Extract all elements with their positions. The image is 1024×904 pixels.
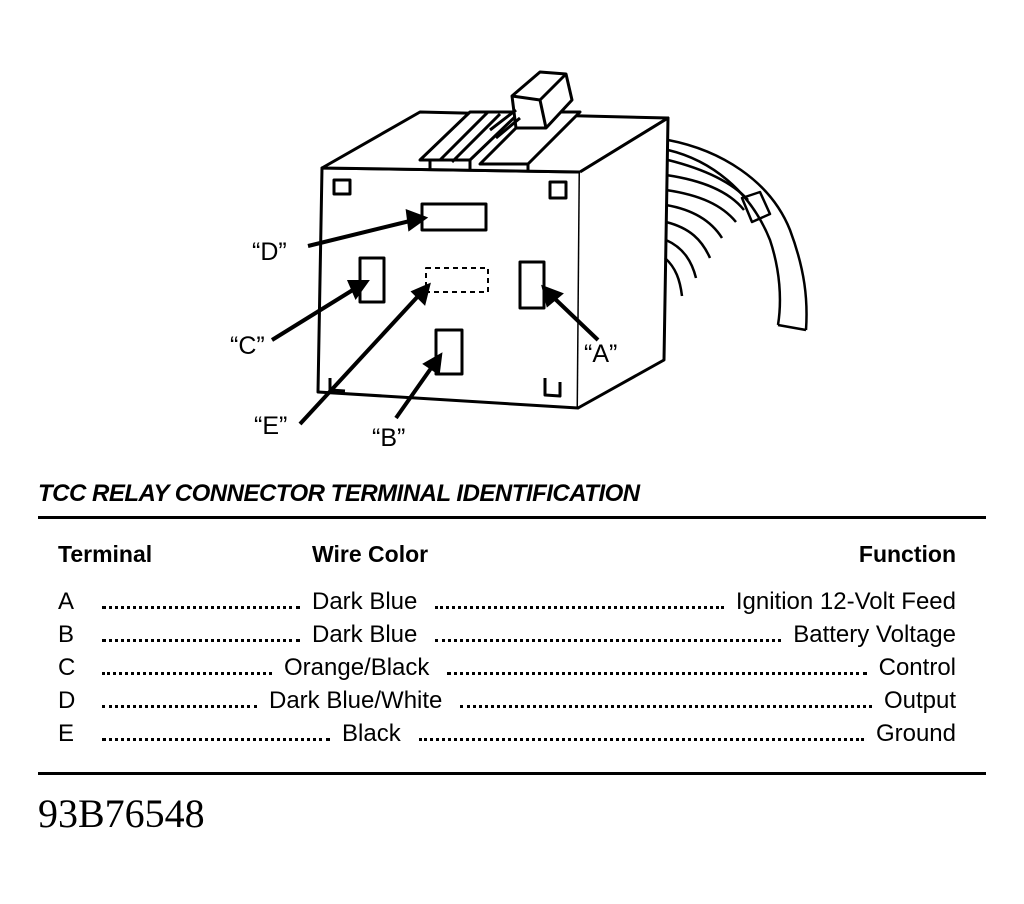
connector-diagram xyxy=(270,70,808,426)
row-function: Ignition 12-Volt Feed xyxy=(735,588,956,615)
header-terminal: Terminal xyxy=(58,541,153,567)
table-row: B Dark Blue Battery Voltage xyxy=(58,619,956,651)
row-wire-color: Dark Blue/White xyxy=(269,687,443,714)
dot-leader xyxy=(102,605,300,609)
figure-id: 93B76548 xyxy=(38,791,205,836)
callout-e: “E” xyxy=(254,412,288,440)
leader-c xyxy=(270,286,358,342)
callout-a: “A” xyxy=(584,340,618,368)
dot-leader xyxy=(102,671,272,675)
table-row: C Orange/Black Control xyxy=(58,652,956,684)
leader-d xyxy=(307,218,415,248)
callout-d: “D” xyxy=(252,238,287,266)
bottom-rule xyxy=(38,772,986,775)
wire-bundle xyxy=(664,138,808,332)
row-terminal: E xyxy=(58,720,75,747)
terminal-a-slot xyxy=(518,260,546,310)
dot-leader xyxy=(435,638,782,642)
row-function: Battery Voltage xyxy=(793,621,956,648)
dot-leader xyxy=(435,605,724,609)
row-function: Ground xyxy=(875,720,956,747)
row-terminal: C xyxy=(58,654,76,681)
row-wire-color: Orange/Black xyxy=(284,654,430,681)
table-row: D Dark Blue/White Output xyxy=(58,685,956,717)
row-wire-color: Black xyxy=(342,720,401,747)
row-function: Control xyxy=(878,654,956,681)
row-wire-color: Dark Blue xyxy=(312,588,418,615)
table-row: A Dark Blue Ignition 12-Volt Feed xyxy=(58,586,956,618)
row-terminal: B xyxy=(58,621,75,648)
leader-a xyxy=(550,294,600,342)
row-terminal: A xyxy=(58,588,75,615)
terminal-b-slot xyxy=(434,328,464,376)
connector-side-face xyxy=(577,116,670,410)
callout-b: “B” xyxy=(372,424,406,452)
top-rule xyxy=(38,516,986,519)
dot-leader xyxy=(418,737,864,741)
dot-leader xyxy=(102,638,300,642)
table-title: TCC RELAY CONNECTOR TERMINAL IDENTIFICAT… xyxy=(38,480,640,507)
header-function: Function xyxy=(858,541,956,567)
terminal-e-slot xyxy=(425,267,489,293)
callout-c: “C” xyxy=(230,332,265,360)
table-row: E Black Ground xyxy=(58,718,956,750)
dot-leader xyxy=(447,671,867,675)
dot-leader xyxy=(102,737,330,741)
header-wire-color: Wire Color xyxy=(312,541,429,567)
dot-leader xyxy=(460,704,872,708)
row-terminal: D xyxy=(58,687,76,714)
leader-e xyxy=(298,292,422,426)
row-function: Output xyxy=(883,687,956,714)
row-wire-color: Dark Blue xyxy=(312,621,418,648)
leader-b xyxy=(394,362,436,420)
dot-leader xyxy=(102,704,257,708)
